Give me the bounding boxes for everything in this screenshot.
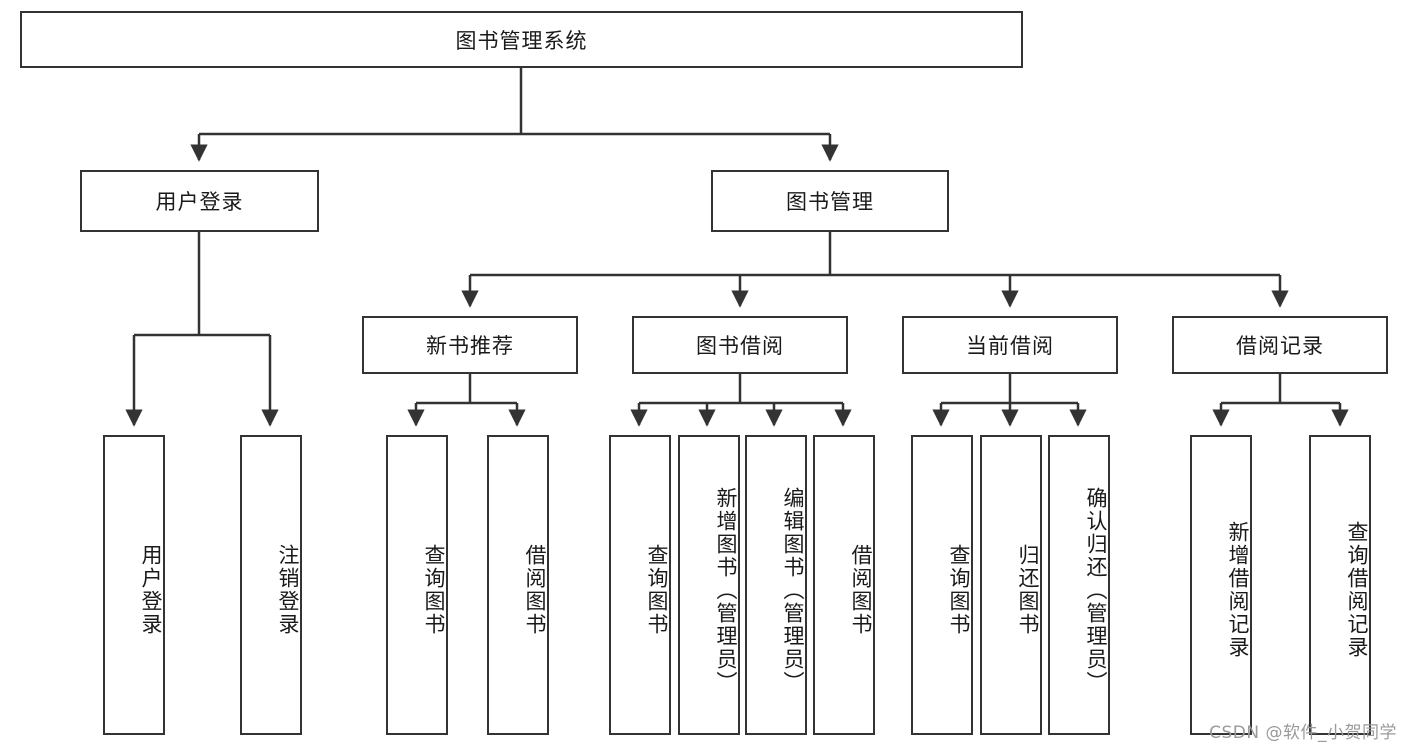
leaf-query-book-3[interactable]: 查询图书 [911,435,973,735]
leaf-edit-book-label: 编辑图书（管理员） [781,486,805,694]
leaf-add-book[interactable]: 新增图书（管理员） [678,435,740,735]
leaf-query-book-3-label: 查询图书 [947,544,971,636]
leaf-add-record-label: 新增借阅记录 [1226,521,1250,659]
leaf-borrow-book-2[interactable]: 借阅图书 [813,435,875,735]
node-root[interactable]: 图书管理系统 [20,11,1023,68]
leaf-logout[interactable]: 注销登录 [240,435,302,735]
leaf-add-record[interactable]: 新增借阅记录 [1190,435,1252,735]
node-current-borrow-label: 当前借阅 [966,334,1054,358]
node-new-book-recommend-label: 新书推荐 [426,334,514,358]
leaf-add-book-label: 新增图书（管理员） [714,486,738,694]
node-book-manage[interactable]: 图书管理 [711,170,949,232]
leaf-query-record[interactable]: 查询借阅记录 [1309,435,1371,735]
leaf-query-book-1-label: 查询图书 [422,544,446,636]
leaf-borrow-book-2-label: 借阅图书 [849,544,873,636]
leaf-confirm-return[interactable]: 确认归还（管理员） [1048,435,1110,735]
node-current-borrow[interactable]: 当前借阅 [902,316,1118,374]
leaf-edit-book[interactable]: 编辑图书（管理员） [745,435,807,735]
leaf-return-book[interactable]: 归还图书 [980,435,1042,735]
leaf-borrow-book-1[interactable]: 借阅图书 [487,435,549,735]
node-book-borrow-label: 图书借阅 [696,334,784,358]
leaf-query-book-1[interactable]: 查询图书 [386,435,448,735]
leaf-borrow-book-1-label: 借阅图书 [523,544,547,636]
node-borrow-record[interactable]: 借阅记录 [1172,316,1388,374]
node-book-borrow[interactable]: 图书借阅 [632,316,848,374]
leaf-query-book-2-label: 查询图书 [645,544,669,636]
leaf-query-record-label: 查询借阅记录 [1345,521,1369,659]
watermark: CSDN @软件_小贺同学 [1209,723,1397,743]
node-new-book-recommend[interactable]: 新书推荐 [362,316,578,374]
leaf-user-login-label: 用户登录 [139,544,163,636]
leaf-confirm-return-label: 确认归还（管理员） [1084,486,1108,694]
leaf-return-book-label: 归还图书 [1016,544,1040,636]
leaf-query-book-2[interactable]: 查询图书 [609,435,671,735]
node-user-login-label: 用户登录 [155,190,244,214]
node-borrow-record-label: 借阅记录 [1236,334,1324,358]
leaf-logout-label: 注销登录 [276,544,300,636]
node-user-login[interactable]: 用户登录 [80,170,319,232]
node-book-manage-label: 图书管理 [786,190,874,214]
node-root-label: 图书管理系统 [455,28,588,53]
leaf-user-login[interactable]: 用户登录 [103,435,165,735]
